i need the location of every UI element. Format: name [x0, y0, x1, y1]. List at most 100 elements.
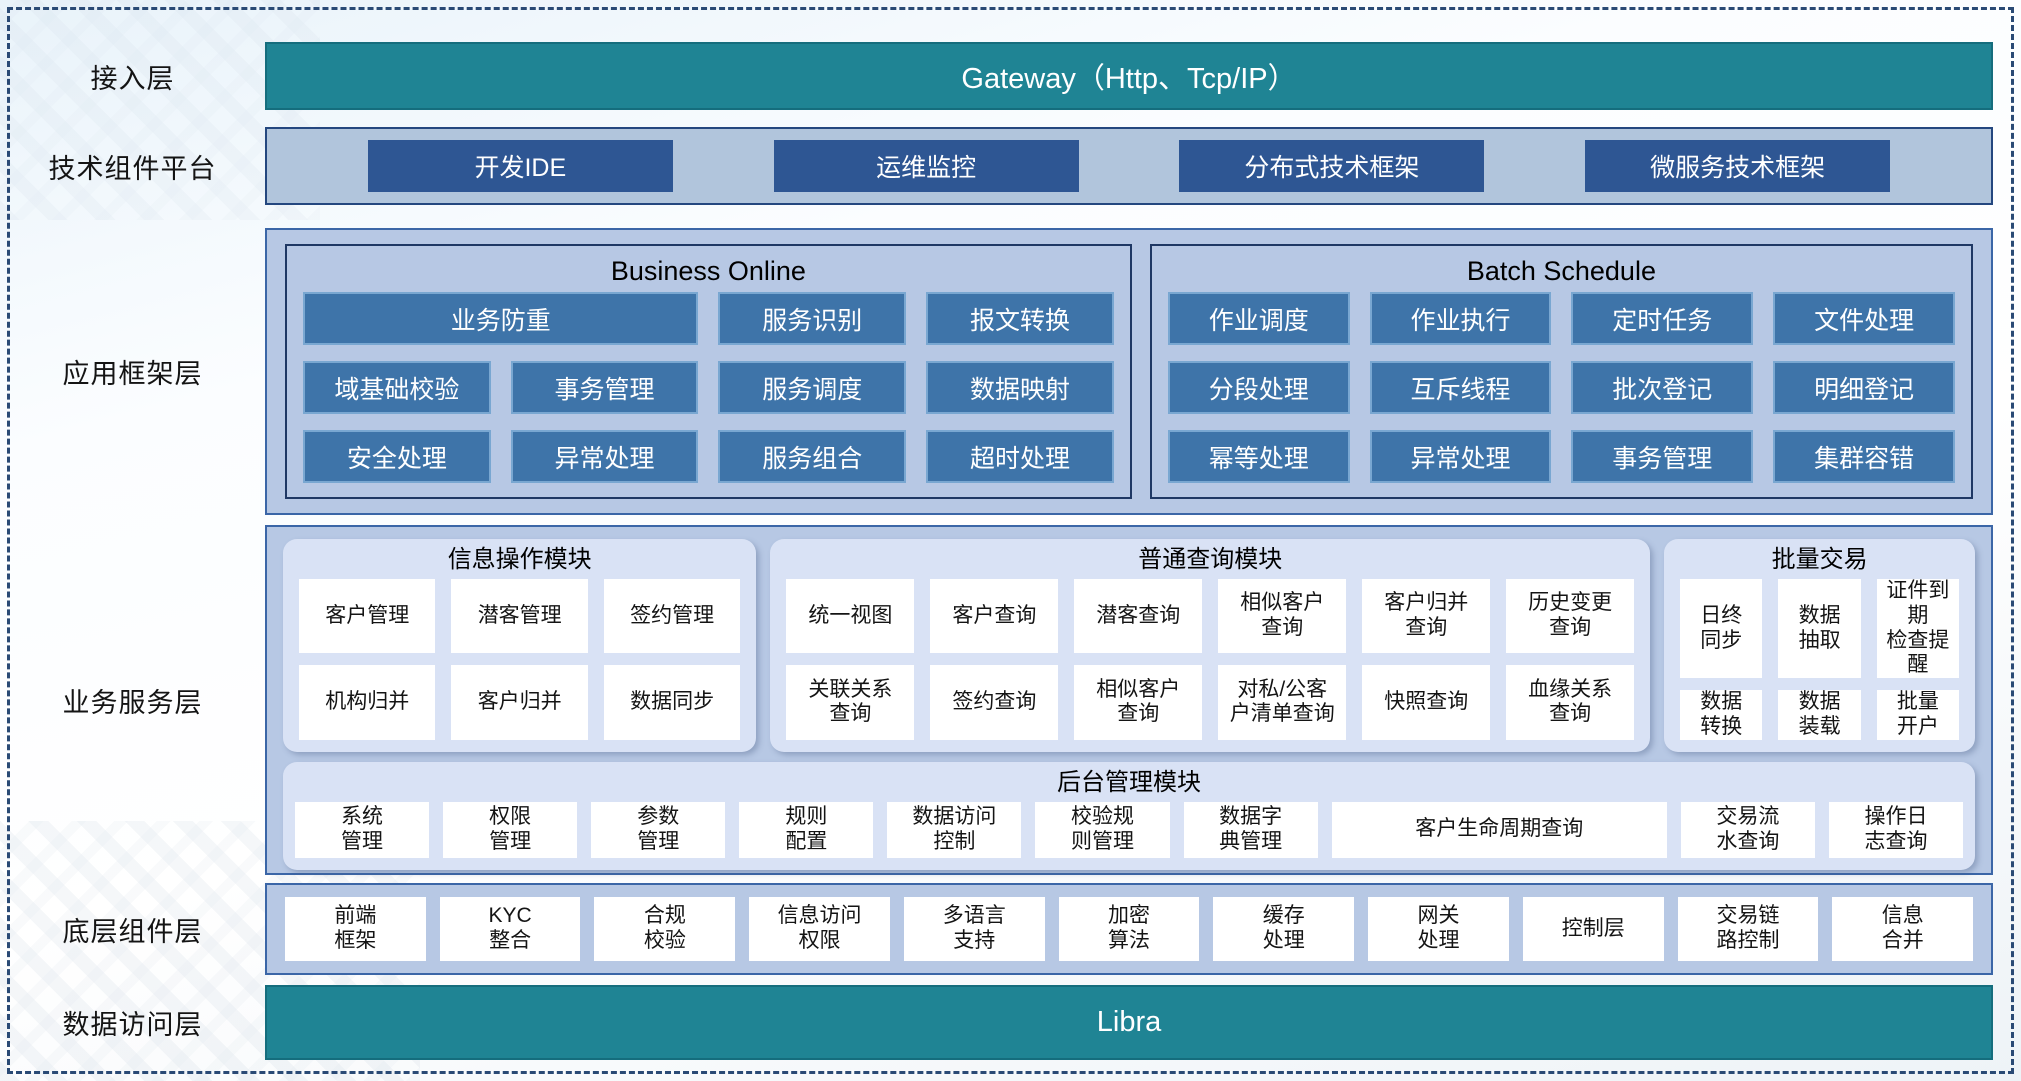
admin-module-title: 后台管理模块: [1057, 768, 1201, 796]
app-framework-row: 应用框架层 Business Online 业务防重服务识别报文转换域基础校验事…: [0, 228, 2021, 515]
service-block: 签约管理: [603, 579, 741, 654]
component-block: KYC 整合: [439, 897, 581, 961]
data-access-label: 数据访问层: [62, 1010, 203, 1040]
service-block: 客户归并 查询: [1362, 579, 1491, 654]
batch-trade-grid: 日终 同步数据 抽取证件到期 检查提醒数据 转换数据 装载批量 开户: [1676, 579, 1963, 740]
app-framework-label: 应用框架层: [62, 359, 203, 389]
service-block: 相似客户 查询: [1218, 579, 1347, 654]
framework-block: 批次登记: [1571, 361, 1754, 414]
component-block: 多语言 支持: [903, 897, 1045, 961]
component-block: 缓存 处理: [1213, 897, 1355, 961]
admin-block: 校验规 则管理: [1035, 801, 1170, 858]
component-block: 控制层: [1522, 897, 1664, 961]
batch-schedule-title: Batch Schedule: [1466, 256, 1656, 286]
query-module-title: 普通查询模块: [1138, 546, 1283, 573]
framework-block: 文件处理: [1773, 292, 1955, 345]
admin-block: 交易流 水查询: [1680, 801, 1815, 858]
admin-block: 数据访问 控制: [887, 801, 1022, 858]
framework-block: 互斥线程: [1369, 361, 1552, 414]
service-block: 机构归并: [299, 665, 436, 740]
admin-module-card: 后台管理模块 系统 管理权限 管理参数 管理规则 配置数据访问 控制校验规 则管…: [283, 761, 1975, 870]
tech-module-block: 运维监控: [773, 140, 1079, 192]
admin-block: 规则 配置: [739, 801, 874, 858]
framework-block: 定时任务: [1571, 292, 1754, 345]
framework-block: 幂等处理: [1167, 430, 1350, 483]
batch-schedule-panel: Batch Schedule 作业调度作业执行定时任务文件处理分段处理互斥线程批…: [1149, 244, 1973, 499]
admin-block: 操作日 志查询: [1828, 801, 1964, 858]
service-block: 血缘关系 查询: [1506, 665, 1635, 740]
framework-block: 异常处理: [510, 430, 699, 483]
component-block: 加密 算法: [1058, 897, 1200, 961]
batch-trade-card: 批量交易 日终 同步数据 抽取证件到期 检查提醒数据 转换数据 装载批量 开户: [1664, 539, 1975, 752]
service-block: 数据 抽取: [1778, 579, 1861, 679]
component-block: 前端 框架: [285, 897, 426, 961]
service-block: 客户查询: [930, 579, 1059, 654]
service-block: 统一视图: [786, 579, 915, 654]
service-block: 签约查询: [930, 665, 1059, 740]
admin-block: 数据字 典管理: [1183, 801, 1318, 858]
service-block: 证件到期 检查提醒: [1876, 579, 1959, 679]
framework-block: 分段处理: [1167, 361, 1350, 414]
service-block: 潜客管理: [451, 579, 588, 654]
framework-block: 服务组合: [718, 430, 907, 483]
service-block: 客户管理: [299, 579, 436, 654]
business-online-panel: Business Online 业务防重服务识别报文转换域基础校验事务管理服务调…: [285, 244, 1132, 499]
service-block: 潜客查询: [1074, 579, 1203, 654]
framework-block: 作业调度: [1167, 292, 1350, 345]
framework-block: 作业执行: [1369, 292, 1552, 345]
admin-block: 系统 管理: [295, 801, 430, 858]
query-module-grid: 统一视图客户查询潜客查询相似客户 查询客户归并 查询历史变更 查询关联关系 查询…: [782, 579, 1638, 740]
service-block: 日终 同步: [1680, 579, 1763, 679]
component-block: 信息 合并: [1832, 897, 1974, 961]
batch-trade-title: 批量交易: [1771, 546, 1868, 573]
business-services-row: 业务服务层 信息操作模块 客户管理潜客管理签约管理机构归并客户归并数据同步 普通…: [0, 525, 2021, 875]
framework-block: 服务调度: [718, 361, 907, 414]
service-block: 数据 装载: [1778, 690, 1861, 740]
service-block: 快照查询: [1362, 665, 1491, 740]
info-module-card: 信息操作模块 客户管理潜客管理签约管理机构归并客户归并数据同步: [283, 539, 757, 752]
admin-block: 参数 管理: [591, 801, 726, 858]
gateway-banner: Gateway（Http、Tcp/IP）: [265, 42, 1993, 110]
tech-module-block: 分布式技术框架: [1179, 140, 1485, 192]
component-block: 合规 校验: [594, 897, 736, 961]
framework-block: 事务管理: [510, 361, 699, 414]
access-layer-row: 接入层 Gateway（Http、Tcp/IP）: [0, 42, 2021, 110]
service-block: 对私/公客 户清单查询: [1218, 665, 1347, 740]
business-services-section: 信息操作模块 客户管理潜客管理签约管理机构归并客户归并数据同步 普通查询模块 统…: [265, 525, 1993, 875]
framework-block: 服务识别: [718, 292, 907, 345]
business-online-grid: 业务防重服务识别报文转换域基础校验事务管理服务调度数据映射安全处理异常处理服务组…: [303, 292, 1114, 483]
batch-schedule-grid: 作业调度作业执行定时任务文件处理分段处理互斥线程批次登记明细登记幂等处理异常处理…: [1167, 292, 1955, 483]
service-block: 关联关系 查询: [786, 665, 915, 740]
business-services-label: 业务服务层: [62, 687, 203, 718]
framework-block: 超时处理: [926, 430, 1114, 483]
admin-module-row: 系统 管理权限 管理参数 管理规则 配置数据访问 控制校验规 则管理数据字 典管…: [295, 801, 1964, 858]
query-module-card: 普通查询模块 统一视图客户查询潜客查询相似客户 查询客户归并 查询历史变更 查询…: [770, 539, 1651, 752]
service-block: 批量 开户: [1876, 690, 1959, 740]
framework-block: 业务防重: [303, 292, 699, 345]
framework-block: 数据映射: [926, 361, 1114, 414]
access-layer-label: 接入层: [90, 63, 175, 94]
component-block: 网关 处理: [1368, 897, 1509, 961]
framework-block: 集群容错: [1773, 430, 1955, 483]
info-module-title: 信息操作模块: [447, 546, 592, 573]
framework-block: 明细登记: [1773, 361, 1955, 414]
service-block: 客户归并: [451, 665, 588, 740]
framework-block: 域基础校验: [303, 361, 491, 414]
framework-block: 安全处理: [303, 430, 491, 483]
info-module-grid: 客户管理潜客管理签约管理机构归并客户归并数据同步: [295, 579, 744, 740]
component-block: 交易链 路控制: [1677, 897, 1819, 961]
business-services-top: 信息操作模块 客户管理潜客管理签约管理机构归并客户归并数据同步 普通查询模块 统…: [283, 539, 1975, 752]
admin-block: 权限 管理: [443, 801, 578, 858]
framework-block: 事务管理: [1571, 430, 1754, 483]
framework-block: 异常处理: [1369, 430, 1552, 483]
tech-module-block: 微服务技术框架: [1585, 140, 1891, 192]
tech-platform-label: 技术组件平台: [48, 153, 217, 184]
base-components-label: 底层组件层: [62, 916, 203, 947]
service-block: 数据 转换: [1680, 690, 1763, 740]
business-online-title: Business Online: [610, 256, 806, 286]
